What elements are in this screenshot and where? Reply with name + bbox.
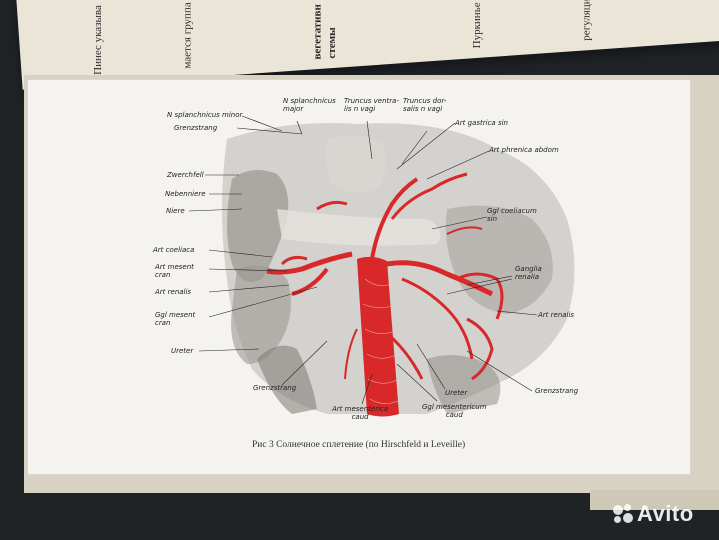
label-ggl-mesent-cran: Ggl mesent cran — [155, 311, 196, 327]
aorta-texture — [362, 278, 399, 404]
label-grenzstrang-bottom-right: Grenzstrang — [535, 387, 579, 395]
book-cover-corner — [590, 490, 719, 510]
label-ganglia-renalia: Ganglia renalia — [515, 265, 542, 281]
label-grenzstrang-bottom-left: Grenzstrang — [253, 384, 297, 392]
label-ggl-mesentericum-caud: Ggl mesentericum caud — [422, 403, 487, 419]
label-nebenniere: Nebenniere — [165, 190, 206, 198]
vessel-branch — [446, 226, 483, 235]
avito-brand-text: Avito — [637, 501, 694, 526]
vessel-branch — [344, 328, 358, 380]
vessel-branch — [280, 255, 308, 266]
avito-logo-icon — [612, 503, 634, 525]
label-truncus-ventralis: Truncus ventra- lis n vagi — [344, 97, 399, 113]
vessel-branch — [466, 317, 494, 381]
label-art-mesenterica-caud: Art mesenterica caud — [332, 405, 389, 421]
book-page: N splanchnicus minor N splanchnicus majo… — [27, 79, 691, 475]
back-text-6: регуляции — [580, 0, 593, 41]
label-art-coeliaca: Art coeliaca — [153, 246, 195, 254]
figure-caption: Рис 3 Солнечное сплетение (по Hirschfeld… — [252, 440, 466, 450]
label-grenzstrang-top: Grenzstrang — [174, 124, 218, 132]
avito-watermark: Avito — [612, 501, 694, 527]
back-text-1: Пинес указыва — [91, 5, 104, 75]
label-art-renalis-right: Art renalis — [538, 311, 575, 319]
label-ureter-right: Ureter — [445, 389, 468, 397]
label-art-phrenica: Art phrenica abdom — [489, 146, 559, 154]
label-splanchnicus-major: N splanchnicus major — [283, 97, 336, 113]
vessel-branch — [316, 200, 348, 211]
art-phrenica-vessel — [390, 172, 468, 220]
art-renalis-vessel — [386, 260, 494, 297]
art-gastrica-vessel — [370, 177, 419, 260]
back-text-3: вегетативн — [311, 4, 324, 60]
anatomy-shading — [222, 123, 575, 414]
anatomical-illustration — [188, 115, 575, 417]
back-text-2: мается группа нервн — [181, 0, 194, 69]
label-splanchnicus-minor: N splanchnicus minor — [167, 111, 243, 119]
label-art-gastrica: Art gastrica sin — [455, 119, 508, 127]
label-leader-lines — [188, 115, 538, 405]
label-niere: Niere — [166, 207, 185, 215]
label-ureter-left: Ureter — [171, 347, 194, 355]
label-truncus-dorsalis: Truncus dor- salis n vagi — [403, 97, 447, 113]
back-text-5: Пуркинье можно — [470, 0, 483, 49]
vessel-branch — [401, 277, 474, 360]
aorta — [357, 256, 399, 417]
artery-network — [266, 172, 504, 417]
label-ggl-coeliacum: Ggl coeliacum sin — [487, 207, 537, 223]
label-art-mesent-cran: Art mesent cran — [155, 263, 194, 279]
vessel-branch — [381, 327, 424, 380]
label-art-renalis-left: Art renalis — [155, 288, 192, 296]
back-text-4: стемы — [326, 27, 339, 59]
art-coeliaca-vessel — [266, 251, 353, 275]
label-zwerchfell: Zwerchfell — [167, 171, 204, 179]
